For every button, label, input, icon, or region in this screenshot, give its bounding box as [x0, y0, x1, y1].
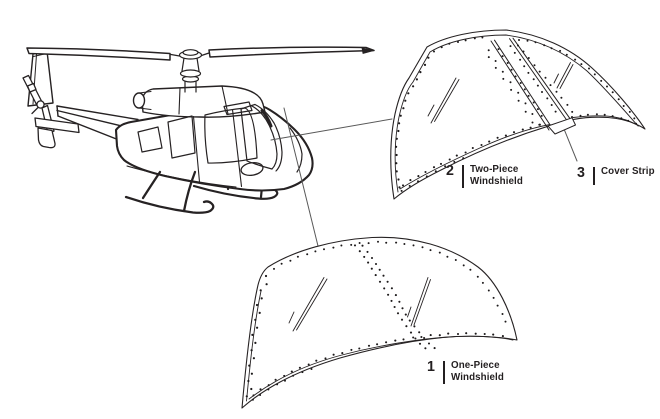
rivet-dot-row: [361, 244, 436, 350]
near-landing-skid: [124, 170, 215, 214]
rivet-dot-row: [518, 39, 636, 120]
callout-divider: [593, 167, 595, 185]
tail-boom: [56, 105, 139, 143]
one-piece-windshield-drawing: [241, 236, 518, 409]
rotor-head: [170, 49, 210, 93]
rivet-dot-row: [571, 113, 638, 125]
two-piece-windshield-drawing: [390, 29, 646, 200]
callout-cover-strip: 3 Cover Strip: [577, 164, 659, 185]
a-pillar-accent: [260, 109, 273, 128]
glass-reflections-one-piece: [288, 277, 431, 332]
rivet-dot-row: [509, 45, 557, 113]
callout-one-piece-windshield: 1 One-Piece Windshield: [427, 358, 508, 384]
rivet-dot-row: [433, 36, 484, 53]
helicopter-illustration: [22, 46, 375, 214]
two-piece-inner-edge: [394, 34, 639, 193]
callout-number: 2: [446, 162, 454, 179]
rivet-dot-row: [245, 274, 268, 398]
main-rotor-blade-left: [26, 47, 171, 61]
callout-number: 3: [577, 164, 585, 181]
callout-number: 1: [427, 358, 435, 375]
one-piece-inner-left: [246, 290, 262, 402]
rivet-dot-row: [487, 49, 541, 126]
rivet-dot-row: [251, 368, 313, 401]
rivet-dot-row: [273, 240, 507, 323]
main-rotor-blade-right: [208, 46, 375, 58]
callout-label: One-Piece Windshield: [451, 359, 504, 383]
rivet-dot-row: [252, 332, 504, 397]
rivet-dot-row: [497, 48, 543, 117]
callout-label: Cover Strip: [601, 165, 655, 177]
rivet-dot-row: [395, 56, 430, 189]
callout-divider: [443, 361, 445, 384]
callout-two-piece-windshield: 2 Two-Piece Windshield: [446, 162, 527, 188]
horizontal-stabilizer: [34, 117, 80, 149]
one-piece-inner-bottom: [248, 335, 514, 400]
glass-reflections-two-piece: [427, 62, 574, 124]
callout-divider: [462, 165, 464, 188]
rivet-dot-row: [400, 157, 465, 192]
rivet-rows-one-piece: [245, 240, 507, 401]
rivet-dot-row: [353, 244, 427, 350]
cover-strip-end-tab: [547, 117, 576, 135]
two-piece-inner-bottom: [399, 115, 640, 190]
callout-label: Two-Piece Windshield: [470, 163, 523, 187]
engine-cowling: [132, 85, 266, 118]
rivet-dot-row: [517, 44, 574, 113]
two-piece-outline: [390, 29, 646, 200]
leader-line-one-piece: [283, 107, 319, 247]
rivet-rows-two-piece: [395, 36, 638, 192]
cabin-windows: [137, 101, 264, 188]
